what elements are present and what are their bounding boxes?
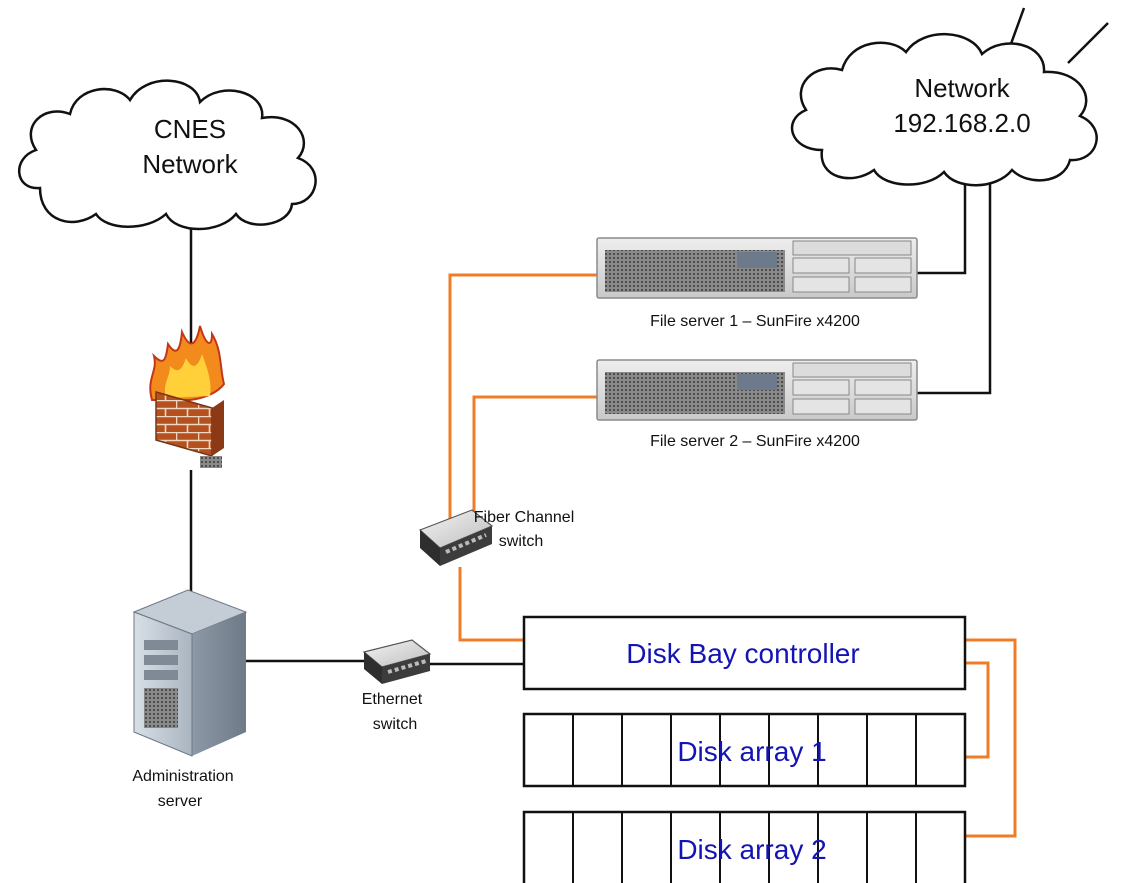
cnes-network-cloud: CNES Network <box>18 79 317 231</box>
disk-array-1-label: Disk array 1 <box>677 736 826 767</box>
admin-server-line2: server <box>158 793 203 810</box>
cloud-icon <box>18 79 317 231</box>
disk-array-2: Disk array 2 <box>522 810 967 883</box>
cnes-cloud-line2: Network <box>142 149 238 179</box>
firewall-icon <box>149 325 226 468</box>
fiber-fileserver1-switch <box>448 273 598 525</box>
file-server-1: File server 1 – SunFire x4200 <box>596 237 918 330</box>
disk-bay-controller-label: Disk Bay controller <box>626 638 859 669</box>
disk-slots <box>572 812 917 883</box>
disk-array-1: Disk array 1 <box>522 712 967 788</box>
cnes-cloud-line1: CNES <box>154 114 226 144</box>
ethernet-switch-line1: Ethernet <box>362 691 423 708</box>
lan-cloud-line1: Network <box>914 73 1010 103</box>
firewall-base <box>200 456 222 468</box>
fiber-switch-line1: Fiber Channel <box>474 509 575 526</box>
link-net-fileserver1 <box>915 172 967 275</box>
flame-inner <box>164 354 211 398</box>
cloud-icon <box>790 32 1098 187</box>
ethernet-switch: Ethernet switch <box>362 639 432 733</box>
firewall <box>149 325 226 468</box>
brick-wall <box>155 391 213 457</box>
file-server-2: File server 2 – SunFire x4200 <box>596 359 918 450</box>
disk-array-2-label: Disk array 2 <box>677 834 826 865</box>
file-server-2-label: File server 2 – SunFire x4200 <box>650 433 860 450</box>
uplink-line <box>1067 22 1109 64</box>
ethernet-links <box>189 7 1109 666</box>
fiber-controller-array2 <box>965 638 1017 838</box>
lan-network-cloud: Network 192.168.2.0 <box>790 32 1098 187</box>
fiber-links <box>448 273 1017 838</box>
disk-bay-controller: Disk Bay controller <box>522 615 967 691</box>
network-switch-icon <box>362 639 432 684</box>
server-tower-icon <box>132 589 248 757</box>
rack-server-icon <box>596 237 918 299</box>
ethernet-switch-line2: switch <box>373 716 417 733</box>
rack-server-icon <box>596 359 918 421</box>
disk-slots <box>572 714 917 786</box>
fiber-fileserver2-switch <box>472 395 598 525</box>
brick-wall-side <box>212 400 224 456</box>
fiber-channel-switch: Fiber Channel switch <box>418 509 575 566</box>
file-server-1-label: File server 1 – SunFire x4200 <box>650 313 860 330</box>
lan-cloud-line2: 192.168.2.0 <box>893 108 1030 138</box>
network-switch-icon <box>418 509 494 566</box>
link-net-fileserver2 <box>915 172 992 395</box>
fiber-switch-controller <box>458 567 524 642</box>
administration-server: Administration server <box>132 589 248 810</box>
fiber-controller-array1 <box>965 661 990 759</box>
admin-server-line1: Administration <box>132 768 233 785</box>
fiber-switch-line2: switch <box>499 533 543 550</box>
